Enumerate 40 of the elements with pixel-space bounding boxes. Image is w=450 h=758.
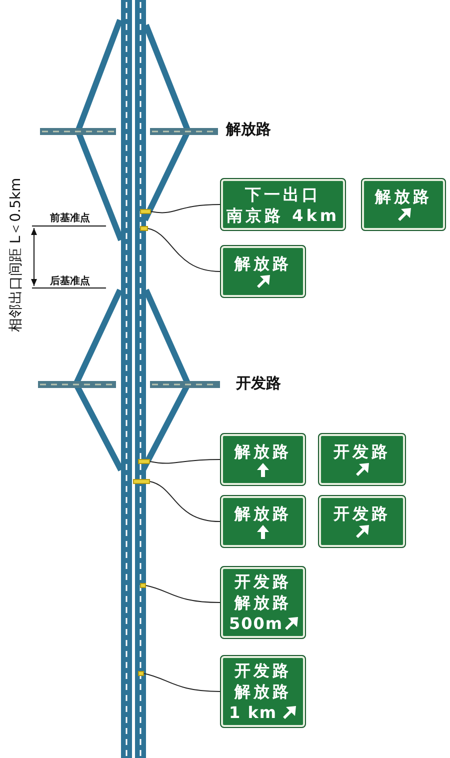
- sign-location-mark: [140, 226, 148, 231]
- sign-text: 1 km: [229, 702, 278, 723]
- sign-text: 解放路: [234, 253, 292, 274]
- guide-sign: [220, 245, 306, 298]
- guide-sign: [318, 433, 406, 486]
- guide-sign: [220, 655, 306, 728]
- road-name: 开发路: [236, 374, 281, 393]
- leader-line: [146, 585, 220, 603]
- sign-text: 解放路: [234, 592, 292, 613]
- leader-line: [150, 481, 220, 522]
- leader-line: [150, 459, 220, 464]
- road-name: 解放路: [226, 120, 271, 139]
- sign-location-mark: [140, 583, 146, 588]
- sign-text: 解放路: [234, 441, 292, 462]
- guide-sign: [220, 433, 306, 486]
- guide-sign: [318, 495, 406, 548]
- sign-text: 南京路 4km: [226, 204, 340, 226]
- sign-text: 开发路: [334, 503, 390, 524]
- sign-text: 开发路: [334, 441, 390, 462]
- leader-line: [148, 228, 220, 272]
- guide-sign: [361, 178, 446, 231]
- dimension-label: 相邻出口间距 L＜0.5km: [7, 178, 26, 332]
- sign-location-mark: [138, 459, 150, 464]
- sign-location-mark: [138, 671, 144, 676]
- sign-location-mark: [133, 479, 150, 484]
- sign-text: 解放路: [375, 186, 432, 207]
- sign-text: 解放路: [234, 681, 292, 702]
- sign-text: 开发路: [234, 660, 292, 681]
- guide-sign: [220, 566, 306, 639]
- reference-point-label: 前基准点: [50, 212, 90, 225]
- leader-line: [150, 204, 220, 214]
- leader-line: [144, 673, 220, 692]
- reference-point-label: 后基准点: [50, 274, 90, 288]
- sign-text: 500m: [229, 613, 284, 634]
- sign-text: 下一出口: [245, 184, 321, 204]
- sign-text: 解放路: [234, 503, 292, 524]
- sign-text: 开发路: [234, 571, 292, 592]
- guide-sign: [220, 178, 346, 231]
- sign-location-mark: [140, 209, 151, 214]
- guide-sign: [220, 495, 306, 548]
